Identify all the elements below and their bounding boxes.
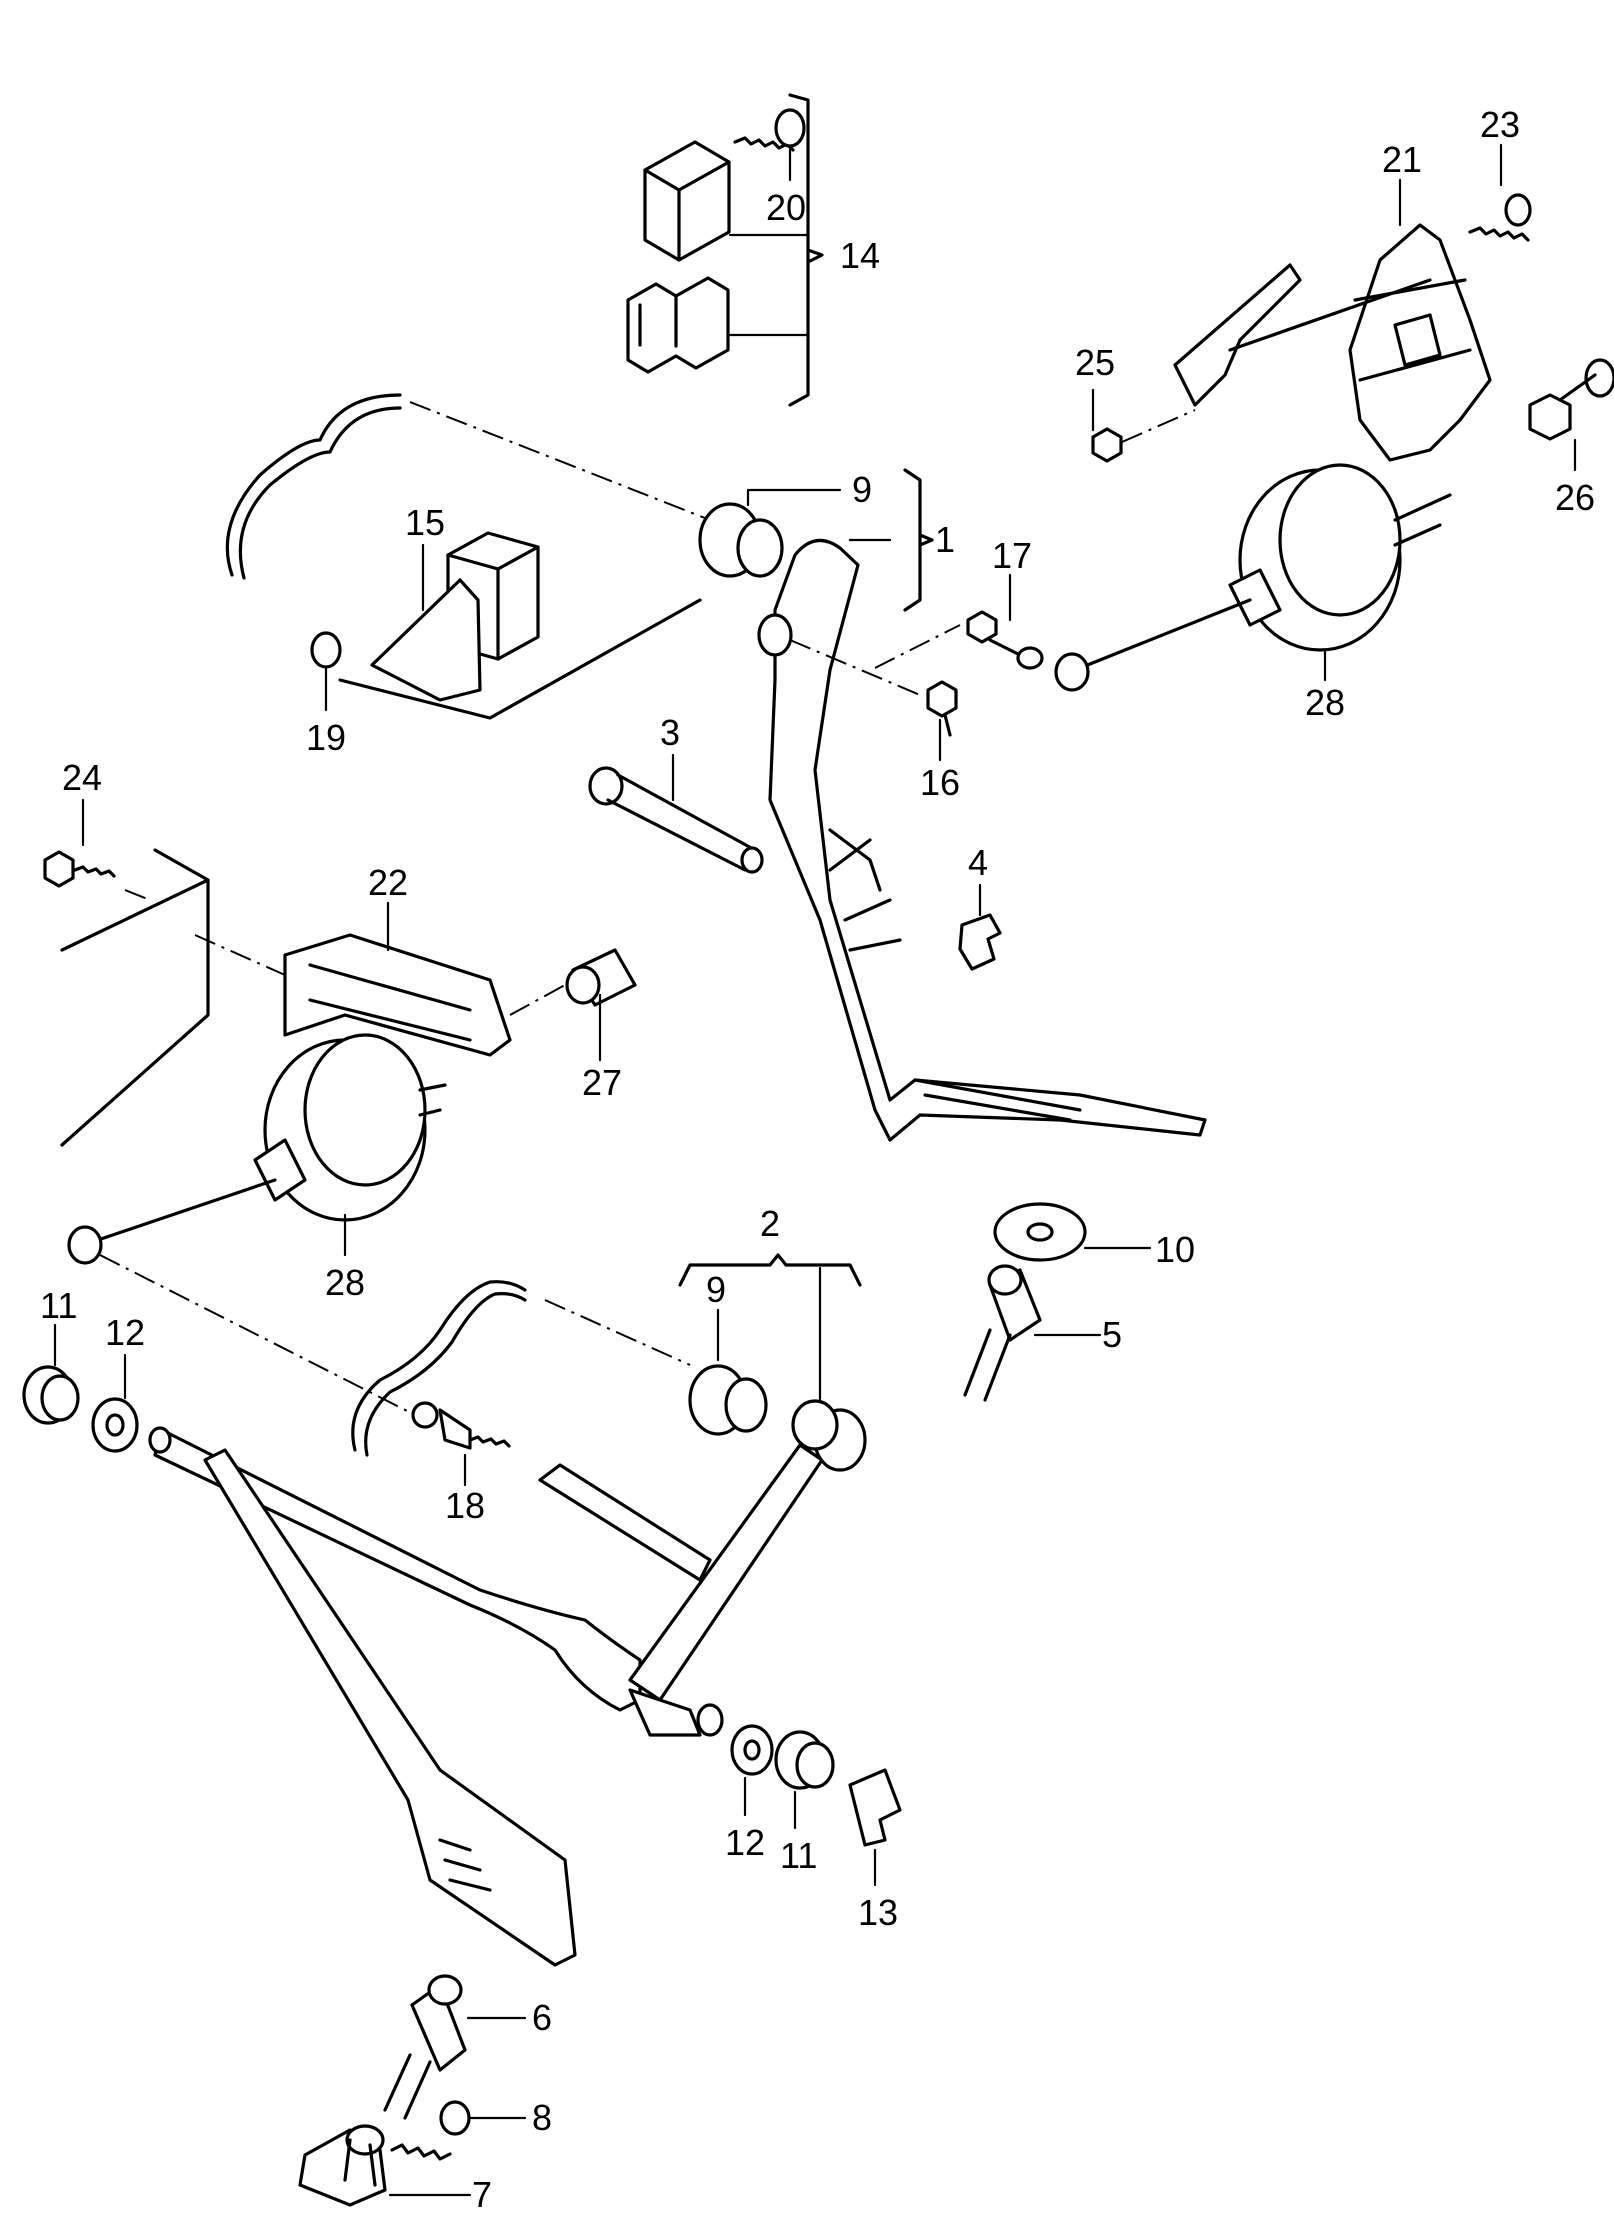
part-19-clip [310, 631, 342, 669]
label-21: 21 [1382, 139, 1422, 180]
bulkhead-outline [60, 848, 210, 1147]
label-20: 20 [766, 187, 806, 228]
dashline-22 [194, 934, 566, 1016]
label-12-right: 12 [725, 1822, 765, 1863]
part-15-switch [370, 531, 540, 702]
part-28-vacuum-unit-top [1054, 463, 1452, 692]
label-6: 6 [532, 1997, 552, 2038]
part-27-bushing [565, 948, 637, 1007]
label-26: 26 [1555, 477, 1595, 518]
part-4-clip [958, 913, 1002, 971]
label-8: 8 [532, 2097, 552, 2138]
bracket-14 [788, 93, 824, 407]
label-3: 3 [660, 712, 680, 753]
label-23: 23 [1480, 104, 1520, 145]
cable-bottom [351, 1280, 527, 1457]
label-28-top: 28 [1305, 682, 1345, 723]
part-1-brake-pedal [757, 538, 1207, 1142]
label-14: 14 [840, 235, 880, 276]
label-11-right: 11 [780, 1835, 817, 1876]
part-12-washer-left [91, 1397, 139, 1453]
label-4: 4 [968, 842, 988, 883]
label-28-bottom: 28 [325, 1262, 365, 1303]
part-14-bracket [626, 276, 730, 374]
part-11-bushing-left [22, 1365, 80, 1425]
part-2-clutch-pedal-shaft [148, 1399, 867, 1967]
label-27: 27 [582, 1062, 622, 1103]
part-16-bolt [926, 680, 958, 737]
part-24-bolt [43, 850, 116, 888]
part-25-nut [1091, 427, 1123, 463]
part-26-stop [1528, 358, 1614, 441]
dashline-24 [124, 889, 151, 901]
dashline-28-bottom [99, 1254, 416, 1416]
label-15: 15 [405, 502, 445, 543]
part-14-relay-box [643, 140, 731, 262]
label-19: 19 [306, 717, 346, 758]
label-17: 17 [992, 535, 1032, 576]
label-18: 18 [445, 1485, 485, 1526]
part-11-bushing-right [774, 1730, 835, 1790]
part-13-clip [848, 1768, 902, 1847]
part-5-stop-buffer [963, 1264, 1042, 1402]
part-10-washer [993, 1202, 1087, 1262]
dashline-cable-to-9-bottom [544, 1299, 691, 1366]
bracket-2 [678, 1253, 862, 1287]
label-24: 24 [62, 757, 102, 798]
part-23-screw [1468, 193, 1532, 242]
part-20-screw [733, 108, 806, 152]
part-17-pin [966, 610, 1044, 670]
part-22-bracket [283, 933, 512, 1057]
part-6-stop-buffer [383, 1974, 467, 2120]
part-12-washer-right [730, 1724, 774, 1776]
label-7: 7 [472, 2174, 492, 2213]
part-28-vacuum-unit-bottom [67, 1033, 447, 1265]
label-11-left: 11 [40, 1285, 77, 1326]
label-22: 22 [368, 862, 408, 903]
dashline-17 [874, 624, 961, 669]
leader-9-top [746, 488, 842, 507]
part-3-bolt [588, 766, 764, 874]
outline-15-bracket [338, 598, 702, 720]
label-9-bottom: 9 [706, 1269, 726, 1310]
part-7-pedal-pad [298, 2124, 387, 2207]
dashline-cable-to-9 [409, 401, 711, 521]
label-10: 10 [1155, 1229, 1195, 1270]
bracket-1 [903, 468, 934, 612]
label-2: 2 [760, 1203, 780, 1244]
label-1: 1 [935, 519, 955, 560]
dashline-25 [1121, 409, 1196, 443]
label-9-top: 9 [852, 469, 872, 510]
label-25: 25 [1075, 342, 1115, 383]
cable-top-left [225, 393, 402, 580]
part-9-bushing-top [698, 502, 784, 578]
dashline-pedal-16 [789, 639, 921, 696]
part-21-mounting-bracket [1173, 223, 1492, 462]
label-13: 13 [858, 1892, 898, 1933]
label-12-left: 12 [105, 1312, 145, 1353]
part-9-bushing-bottom [688, 1364, 768, 1436]
label-16: 16 [920, 762, 960, 803]
part-8-spring [390, 2100, 471, 2161]
part-18-switch [411, 1401, 511, 1450]
label-5: 5 [1102, 1314, 1122, 1355]
